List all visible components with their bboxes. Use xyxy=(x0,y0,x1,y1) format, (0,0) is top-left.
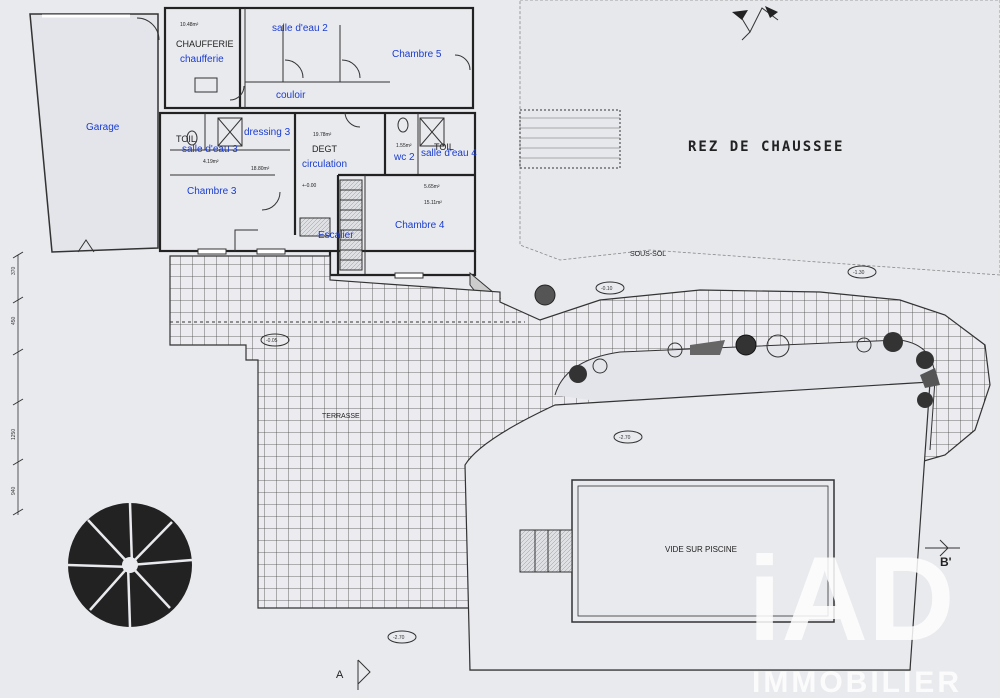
level-label: -0.10 xyxy=(601,286,613,292)
level-label: -1.30 xyxy=(853,270,865,276)
section-mark-b: B' xyxy=(925,539,960,569)
area-label: 10.48m² xyxy=(180,22,199,28)
room-label: Chambre 5 xyxy=(392,49,442,60)
room-label: chaufferie xyxy=(180,54,224,65)
section-mark-a: A xyxy=(336,659,371,690)
room-label: dressing 3 xyxy=(244,127,291,138)
staircase xyxy=(299,179,363,271)
sous-sol-area: SOUS-SOL xyxy=(519,0,1000,276)
plan-title: REZ DE CHAUSSEE xyxy=(688,139,844,155)
area-label: 5.65m² xyxy=(424,184,440,190)
area-label: TERRASSE xyxy=(322,413,360,420)
dimension-label: 450 xyxy=(11,316,17,325)
area-label: 4.19m² xyxy=(203,159,219,165)
level-label: -2.70 xyxy=(393,635,405,641)
room-label: salle d'eau 3 xyxy=(182,144,238,155)
room-label: TOIL xyxy=(434,142,454,152)
pool-area: VIDE SUR PISCINE xyxy=(464,381,931,671)
room-label: circulation xyxy=(302,159,347,170)
room-label: Chambre 4 xyxy=(395,220,445,231)
pool-label: VIDE SUR PISCINE xyxy=(665,545,737,554)
iad-logo: iAD IMMOBILIER xyxy=(748,532,962,698)
room-label: wc 2 xyxy=(393,152,415,163)
room-label: salle d'eau 4 xyxy=(421,148,477,159)
dimension-line: 370 450 1250 940 xyxy=(11,251,24,516)
room-label: Chambre 3 xyxy=(187,186,237,197)
area-label: 18.80m² xyxy=(251,166,270,172)
room-label: DEGT xyxy=(312,144,338,154)
dimension-label: 1250 xyxy=(11,429,17,440)
room-label: salle d'eau 2 xyxy=(272,23,328,34)
section-label: A xyxy=(336,669,344,681)
level-label: -0.05 xyxy=(266,338,278,344)
room-label: Garage xyxy=(86,122,120,133)
planter-shrubs xyxy=(534,284,940,408)
dimension-label: 370 xyxy=(11,266,17,275)
room-label: CHAUFFERIE xyxy=(176,39,234,49)
level-label: -2.70 xyxy=(619,435,631,441)
section-label: B' xyxy=(940,555,952,569)
area-label: SOUS-SOL xyxy=(630,251,666,258)
dimension-label: 940 xyxy=(11,486,17,495)
room-garage: Garage xyxy=(29,13,159,253)
area-label: 15.11m² xyxy=(424,200,442,206)
room-label: Escalier xyxy=(318,230,354,241)
area-label: 19.78m² xyxy=(313,132,332,138)
logo-subtext: IMMOBILIER xyxy=(752,666,962,698)
level-markers: -0.10 -1.30 -0.05 -2.70 -2.70 xyxy=(260,265,877,644)
area-label: 1.55m² xyxy=(396,143,412,149)
room-labels: 10.48m² CHAUFFERIE chaufferie salle d'ea… xyxy=(176,22,477,241)
room-label: TOIL xyxy=(176,134,196,144)
level-label: +-0.00 xyxy=(302,183,317,189)
room-label: couloir xyxy=(276,90,306,101)
logo-text: iAD xyxy=(748,532,955,666)
palm-tree-icon xyxy=(67,502,193,628)
